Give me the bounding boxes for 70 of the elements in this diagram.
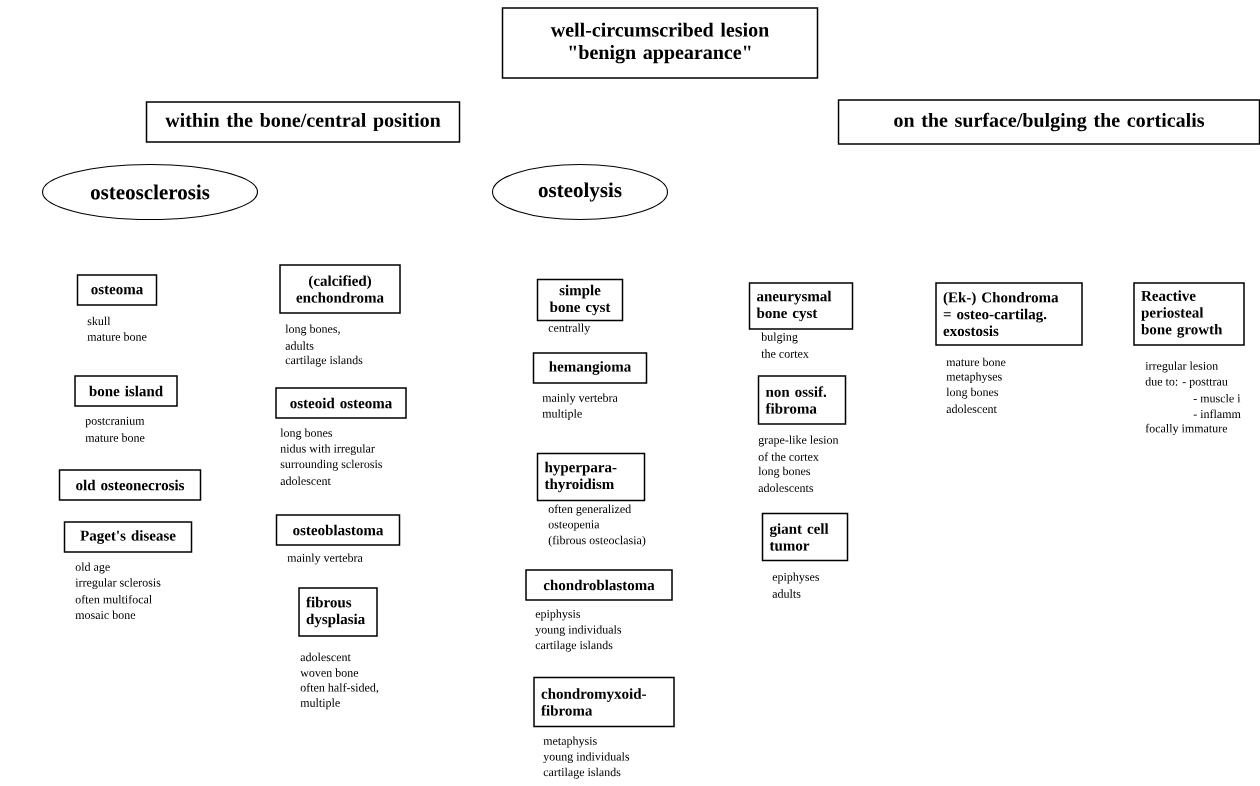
description-text: long bones xyxy=(280,428,333,440)
description-text: cartilage islands xyxy=(543,767,621,779)
description-text: - muscle i xyxy=(1193,393,1241,403)
lesion-box: osteoid osteoma xyxy=(275,387,407,419)
lesion-box: old osteonecrosis xyxy=(58,469,202,501)
lesion-box: Paget's disease xyxy=(63,521,193,553)
description-text: cartilage islands xyxy=(285,355,363,367)
lesion-box: (calcified) enchondroma xyxy=(279,264,401,314)
lesion-box: non ossif. fibroma xyxy=(757,375,847,425)
description-text: often half-sided, xyxy=(300,683,379,694)
category-box: on the surface/bulging the corticalis xyxy=(837,99,1260,145)
heading-box: well-circumscribed lesion "benign appearance" xyxy=(501,7,819,79)
description-text: mosaic bone xyxy=(75,610,136,619)
description-text: adolescent xyxy=(300,652,351,662)
description-text: epiphyses xyxy=(772,572,820,584)
description-text: skull xyxy=(87,316,111,326)
description-text: centrally xyxy=(548,323,591,335)
description-text: irregular sclerosis xyxy=(75,578,161,590)
lesion-box: chondromyxoid-fibroma xyxy=(533,676,675,728)
lesion-box: bone island xyxy=(74,375,178,407)
description-text: metaphyses xyxy=(946,372,1002,384)
description-text: osteopenia xyxy=(548,520,600,531)
description-text: epiphysis xyxy=(535,609,581,621)
description-text: irregular lesion xyxy=(1145,361,1218,373)
lesion-box: simple bone cyst xyxy=(536,278,624,322)
description-text: often multifocal xyxy=(75,594,152,604)
lesion-box: hemangioma xyxy=(532,352,648,384)
category-box: within the bone/central position xyxy=(145,101,461,143)
description-text: multiple xyxy=(542,409,582,421)
lesion-box: osteoblastoma xyxy=(275,514,401,546)
description-text: nidus with irregular xyxy=(280,444,375,456)
description-text: focally immature xyxy=(1145,423,1228,435)
lesion-box: chondroblastoma xyxy=(525,569,673,601)
description-text: long bones xyxy=(946,387,999,399)
lesion-box: fibrous dysplasia xyxy=(298,587,378,637)
description-text: long bones xyxy=(758,466,811,478)
description-text: adolescent xyxy=(946,404,997,413)
description-text: (fibrous osteoclasia) xyxy=(548,535,646,547)
description-text: old age xyxy=(75,562,110,574)
description-text: the cortex xyxy=(761,349,809,358)
description-text: postcranium xyxy=(85,416,145,428)
description-text: adults xyxy=(285,341,314,350)
description-text: mature bone xyxy=(946,357,1006,367)
description-text: adolescent xyxy=(280,476,331,485)
lesion-box: osteoma xyxy=(76,274,158,306)
lesion-box: hyperpara-thyroidism xyxy=(536,452,646,502)
description-text: mature bone xyxy=(87,332,147,341)
lesion-box: giant cell tumor xyxy=(761,512,849,562)
description-text: - inflamm xyxy=(1193,409,1241,419)
description-text: young individuals xyxy=(535,625,622,637)
description-text: young individuals xyxy=(543,752,630,764)
description-text: metaphysis xyxy=(543,736,597,748)
description-text: long bones, xyxy=(285,324,340,336)
description-text: grape-like lesion xyxy=(758,435,839,447)
description-text: surrounding sclerosis xyxy=(280,459,383,471)
lesion-box: Reactive periosteal bone growth xyxy=(1133,282,1245,346)
description-text: of the cortex xyxy=(758,452,819,461)
lesion-box: aneurysmal bone cyst xyxy=(748,282,854,330)
description-text: due to: - posttrau xyxy=(1145,377,1228,389)
description-text: mainly vertebra xyxy=(542,393,618,405)
lesion-box: (Ek-) Chondroma = osteo-cartilag. exostosis xyxy=(935,282,1083,346)
description-text: mainly vertebra xyxy=(287,553,363,565)
description-text: mature bone xyxy=(85,433,145,442)
description-text: adults xyxy=(772,589,801,598)
description-text: bulging xyxy=(761,332,798,344)
description-text: multiple xyxy=(300,698,340,710)
description-text: adolescents xyxy=(758,483,814,492)
description-text: cartilage islands xyxy=(535,640,613,652)
description-text: woven bone xyxy=(300,668,359,677)
description-text: often generalized xyxy=(548,504,632,516)
